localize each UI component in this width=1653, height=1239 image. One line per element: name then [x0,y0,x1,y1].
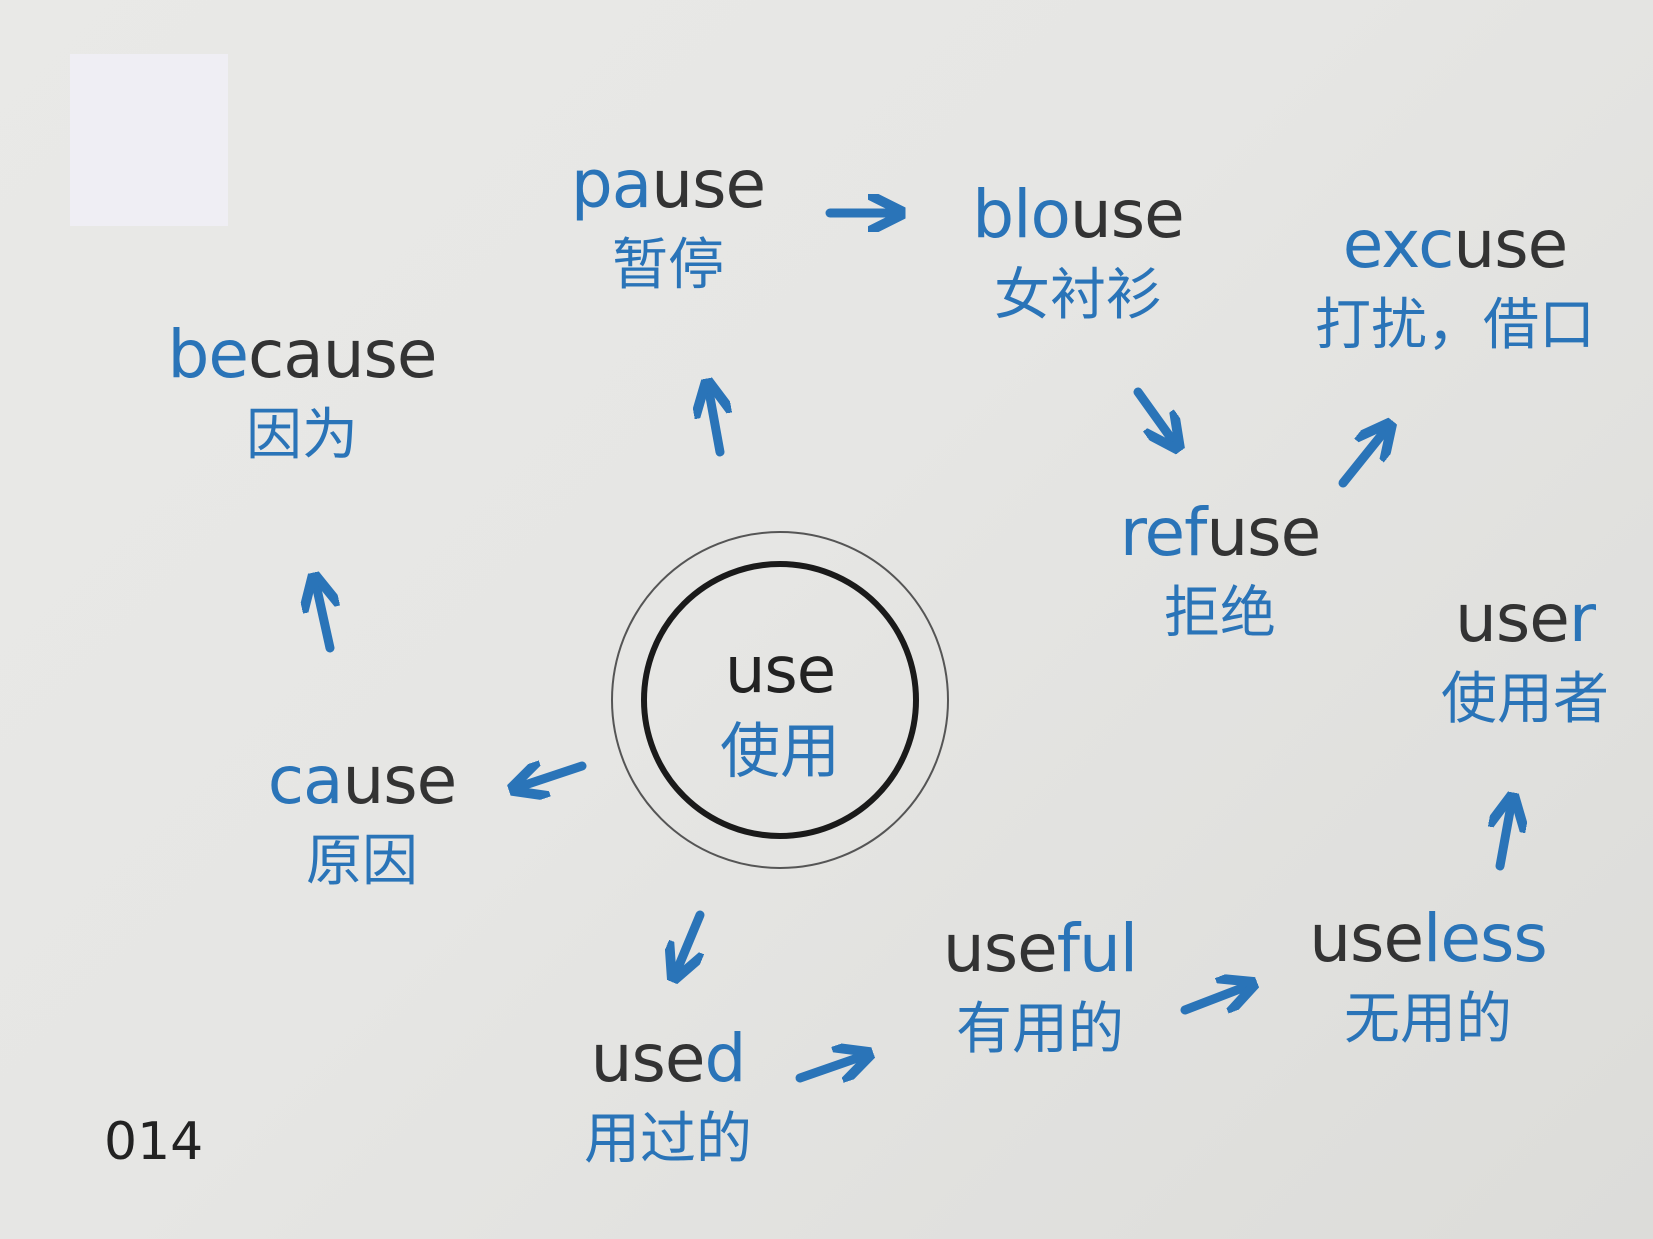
word-refuse-en: refuse [1119,494,1321,572]
word-useless-cn: 无用的 [1343,987,1512,1052]
arrow-to-excuse [1338,427,1388,488]
word-useful: useful 有用的 [942,910,1138,1064]
word-refuse-part: use [1206,494,1321,571]
word-excuse-part: use [1453,206,1568,283]
word-blouse-part: use [1069,176,1185,253]
word-use-cn: 使用 [720,717,840,787]
word-blouse-cn: 女衬衫 [993,263,1162,328]
word-useful-part: ful [1056,910,1138,987]
word-refuse: refuse 拒绝 [1119,494,1321,648]
word-blouse-part: blo [972,176,1071,253]
word-pause: pause 暂停 [570,146,766,300]
center-inner-ring [641,561,919,839]
word-user-en: user [1455,580,1596,658]
word-pause-part: use [651,146,766,223]
word-user-part: r [1568,580,1596,657]
word-used-part: d [704,1020,746,1097]
word-use: use 使用 [720,632,840,786]
word-useless: useless 无用的 [1309,900,1548,1054]
word-pause-part: pa [570,146,652,223]
word-used: used 用过的 [584,1020,752,1174]
word-user-part: use [1455,580,1570,657]
word-use-en: use [724,634,836,708]
arrow-to-used [675,910,705,975]
word-refuse-cn: 拒绝 [1163,581,1276,646]
word-because-part: cause [247,316,438,393]
arrow-to-refuse [1133,387,1176,445]
word-because-part: be [167,316,248,393]
word-useless-part: less [1423,900,1548,977]
word-useful-en: useful [942,910,1138,988]
word-useless-part: use [1309,900,1424,977]
word-useful-part: use [942,910,1058,987]
word-pause-cn: 暂停 [611,233,724,298]
word-excuse-cn: 打扰，借口 [1315,293,1595,358]
corner-blank-box [70,54,228,226]
word-because-en: because [167,316,438,394]
word-user-cn: 使用者 [1441,667,1609,732]
word-excuse-en: excuse [1342,206,1568,284]
word-cause-cn: 原因 [306,829,418,894]
page-number: 014 [104,1112,204,1172]
arrow-to-because [315,580,330,653]
word-excuse: excuse 打扰，借口 [1315,206,1595,360]
arrow-to-useless [1180,985,1250,1015]
word-cause-part: ca [267,742,344,819]
word-pause-en: pause [570,146,766,224]
word-blouse: blouse 女衬衫 [972,176,1185,330]
word-user: user 使用者 [1441,580,1609,734]
arrow-to-pause [708,386,720,457]
word-refuse-part: ref [1119,494,1208,571]
word-because: because 因为 [167,316,438,470]
word-used-cn: 用过的 [584,1107,752,1172]
word-cause-en: cause [267,742,458,820]
word-blouse-en: blouse [972,176,1185,254]
arrow-to-user [1500,800,1512,871]
word-useful-cn: 有用的 [955,997,1124,1062]
arrow-to-cause [516,766,587,788]
center-outer-ring [611,531,949,869]
word-useless-en: useless [1309,900,1548,978]
word-used-part: use [590,1020,706,1097]
word-excuse-part: exc [1342,206,1455,283]
arrow-to-useful [795,1055,866,1078]
word-cause-part: use [342,742,457,819]
word-cause: cause 原因 [267,742,458,896]
word-because-cn: 因为 [246,403,358,468]
word-used-en: used [590,1020,747,1098]
